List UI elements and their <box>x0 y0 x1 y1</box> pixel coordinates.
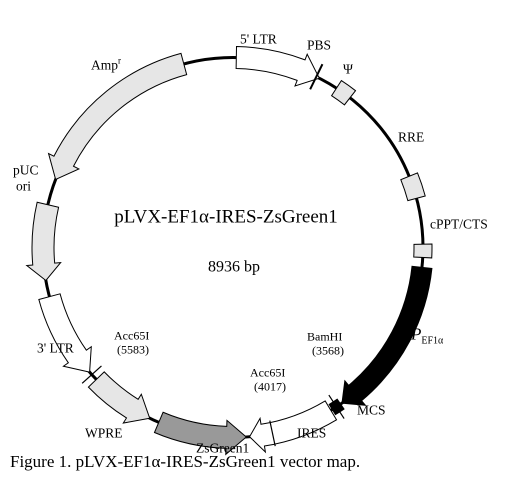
acc65i-4017-tick <box>269 420 276 447</box>
rre-box <box>400 172 426 202</box>
label-ori: ori <box>16 179 31 194</box>
label-wpre: WPRE <box>85 426 123 441</box>
label-acc65i-5583: Acc65I <box>114 329 149 343</box>
3ltr-arrow <box>38 293 92 373</box>
label-bamhi: BamHI <box>307 330 342 344</box>
label-bamhi-pos: (3568) <box>312 344 344 358</box>
label-pef1a: PEF1α <box>410 325 444 347</box>
bamhi-tick <box>328 394 345 419</box>
cppt-box <box>413 243 433 259</box>
label-acc65i-5583-pos: (5583) <box>117 343 149 357</box>
ires-arrow <box>248 400 338 454</box>
label-puc: pUC <box>13 163 39 178</box>
label-3ltr: 3' LTR <box>37 341 74 356</box>
acc65i-5583-tick <box>81 365 102 384</box>
puc-ori-arrow <box>25 201 62 282</box>
label-mcs: MCS <box>357 403 386 418</box>
plasmid-size: 8936 bp <box>208 259 260 276</box>
label-ampr: Ampr <box>91 56 121 73</box>
ampr-arrow <box>47 52 188 181</box>
label-ires: IRES <box>297 426 326 441</box>
plasmid-name: pLVX-EF1α-IRES-ZsGreen1 <box>114 207 338 228</box>
pef1a-arrow <box>341 265 433 406</box>
feature-layer <box>25 46 433 456</box>
label-psi: Ψ <box>343 62 353 77</box>
wpre-arrow <box>87 371 151 424</box>
label-5ltr: 5' LTR <box>240 32 277 47</box>
label-rre: RRE <box>398 130 424 145</box>
label-cppt: cPPT/CTS <box>430 217 488 232</box>
label-acc65i-4017: Acc65I <box>250 366 285 380</box>
label-acc65i-4017-pos: (4017) <box>254 380 286 394</box>
label-pbs: PBS <box>307 38 331 53</box>
figure-caption: Figure 1. pLVX-EF1α-IRES-ZsGreen1 vector… <box>10 452 361 471</box>
psi-box <box>330 79 357 106</box>
5ltr-arrow <box>235 46 320 87</box>
label-zsgreen1: ZsGreen1 <box>196 441 249 456</box>
pbs-tick <box>309 63 324 90</box>
zsgreen1-arrow <box>153 411 248 456</box>
